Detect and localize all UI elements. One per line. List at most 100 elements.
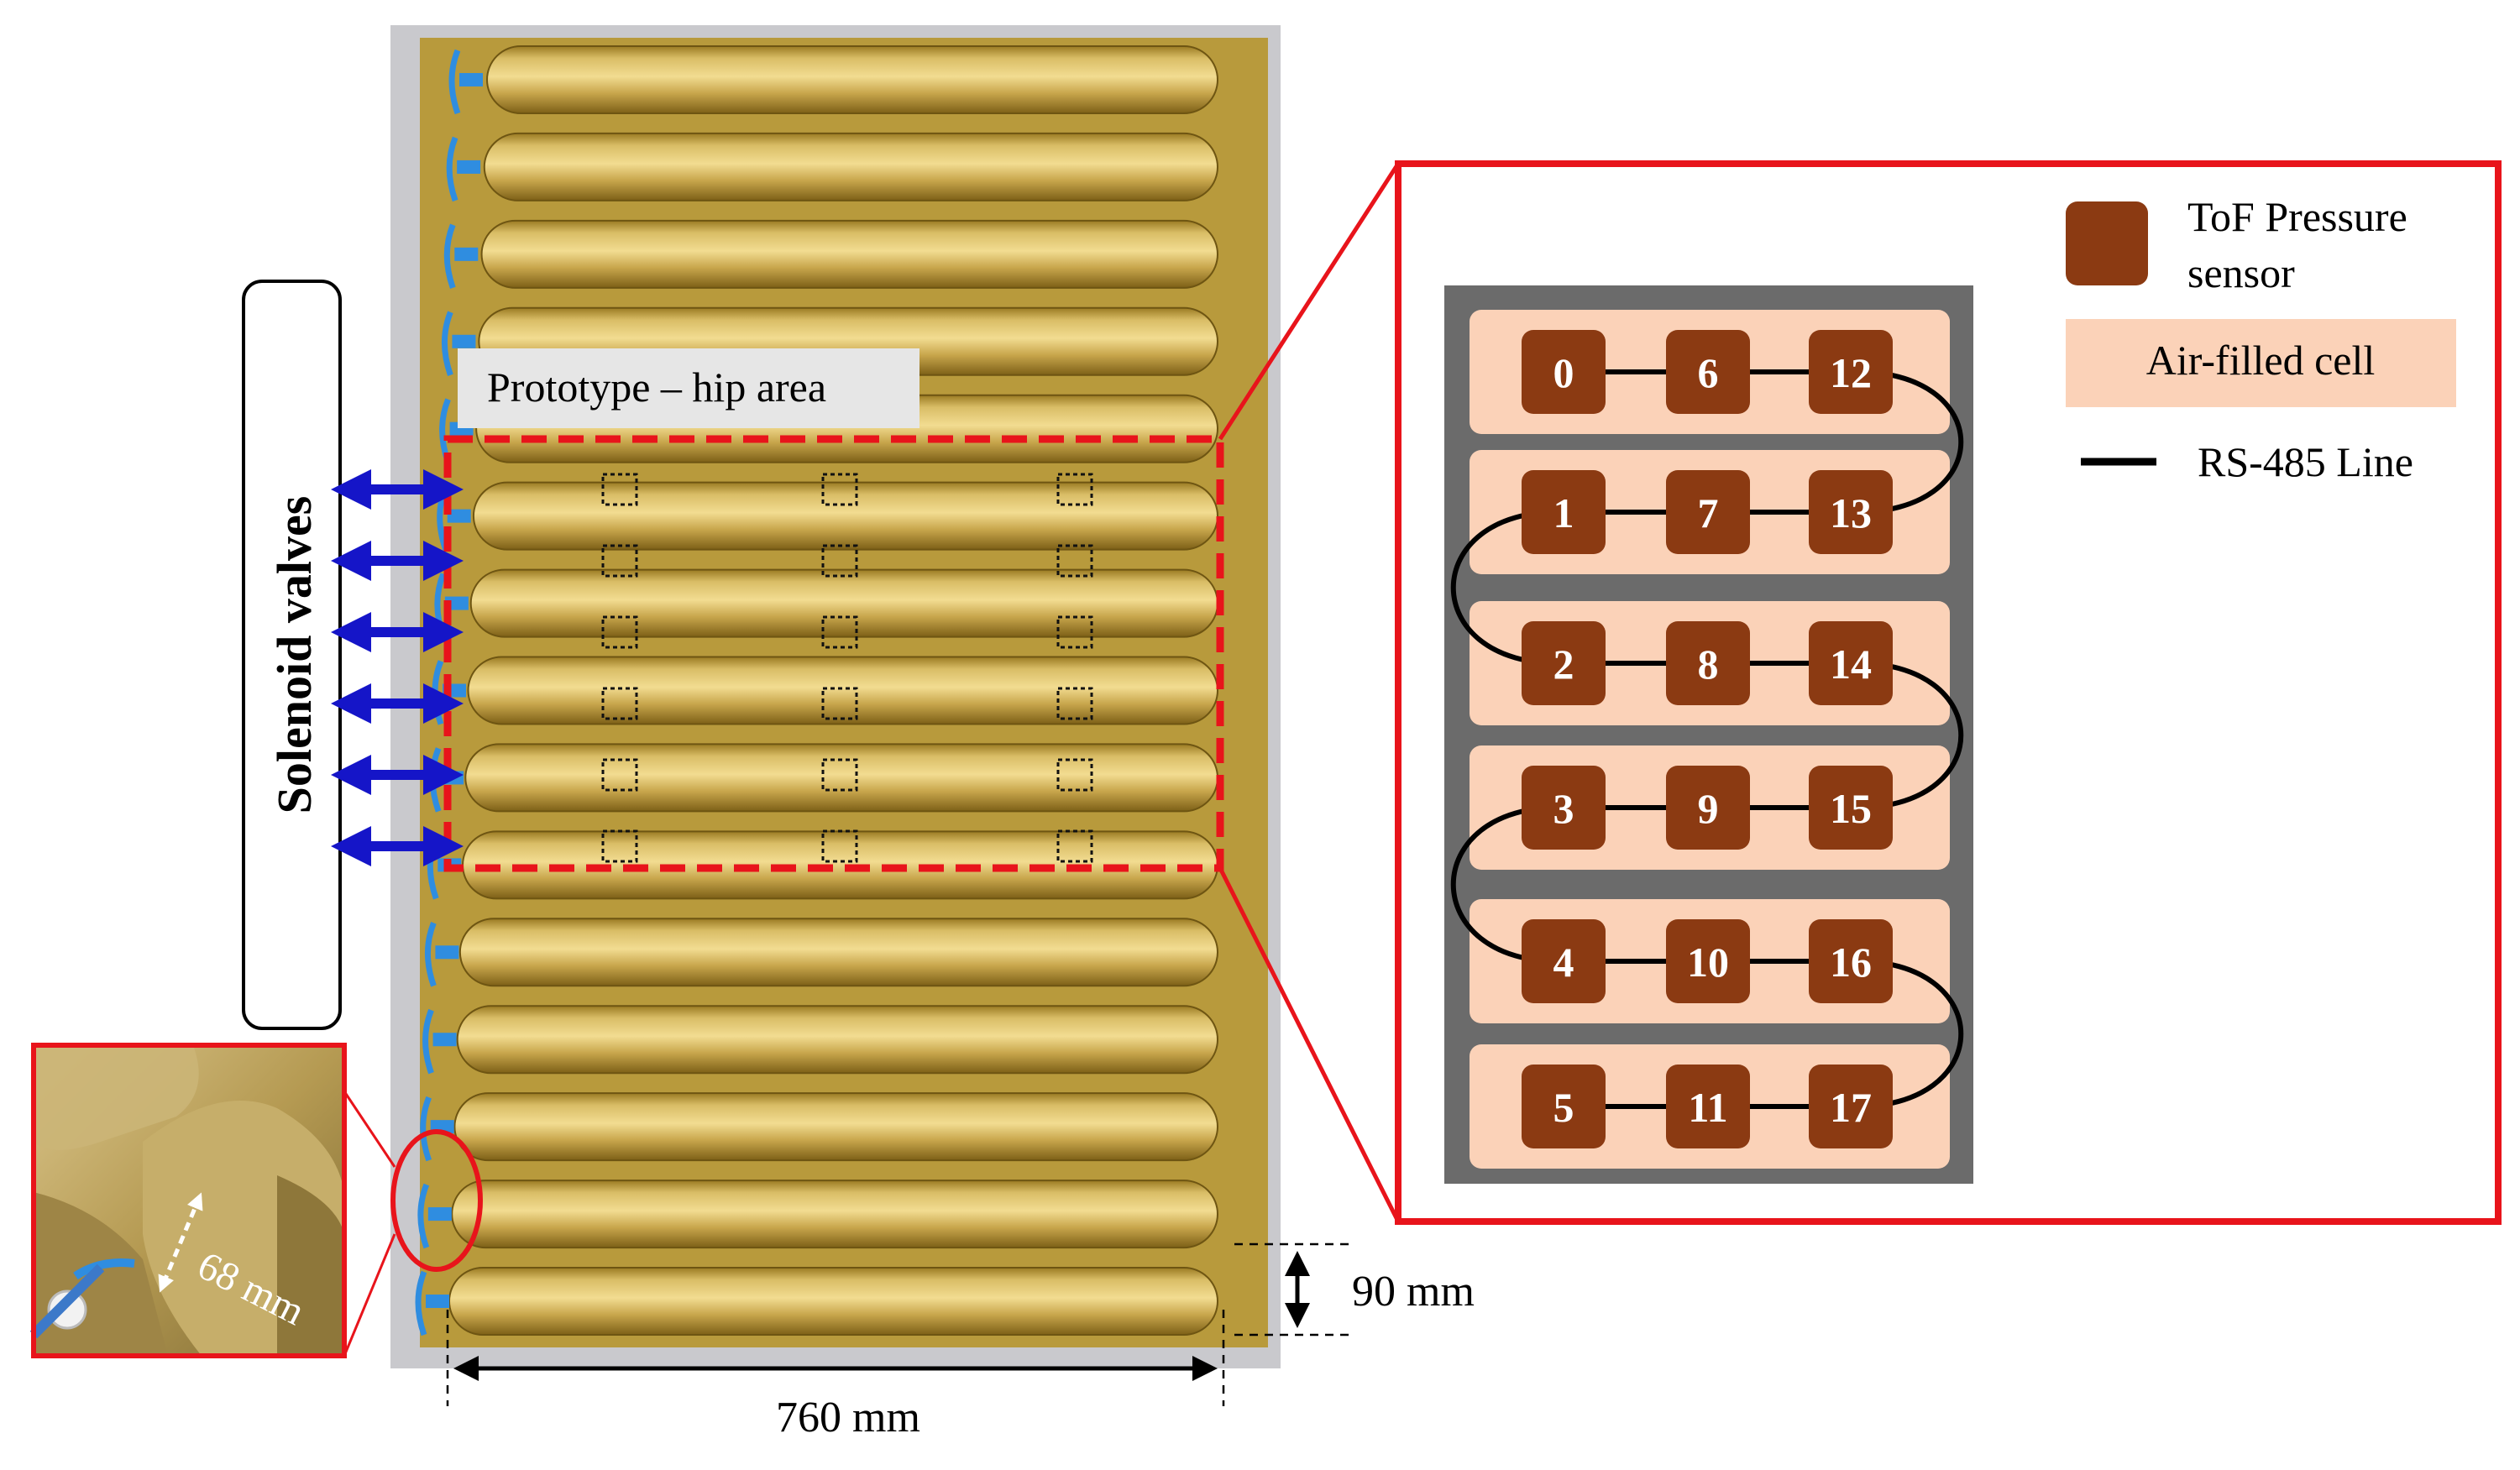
tof-sensor-body bbox=[1522, 330, 1606, 414]
air-cell bbox=[456, 1005, 1218, 1075]
sensor-position-mark bbox=[1056, 829, 1093, 863]
prototype-label-text: Prototype – hip area bbox=[487, 364, 826, 411]
air-cell bbox=[451, 1180, 1218, 1249]
sensor-position-mark bbox=[601, 473, 638, 506]
valve-tube bbox=[417, 1183, 430, 1249]
tof-sensor: 1 bbox=[1522, 470, 1606, 554]
tof-sensor-id: 2 bbox=[1553, 641, 1574, 688]
tof-sensor: 12 bbox=[1809, 330, 1893, 414]
tof-sensor-body bbox=[1666, 621, 1750, 705]
tof-sensor: 9 bbox=[1666, 766, 1750, 850]
sensor-position-mark bbox=[1056, 758, 1093, 792]
rs485-turn bbox=[1850, 660, 1964, 811]
air-cell bbox=[486, 45, 1218, 114]
tof-sensor-id: 11 bbox=[1688, 1084, 1727, 1131]
valve-connector bbox=[432, 1033, 457, 1047]
tof-sensor-id: 3 bbox=[1553, 785, 1574, 832]
tof-sensor-id: 17 bbox=[1830, 1084, 1872, 1131]
tof-sensor: 7 bbox=[1666, 470, 1750, 554]
valve-tube bbox=[420, 1096, 432, 1162]
sensor-position-mark bbox=[601, 687, 638, 720]
legend-cell-swatch bbox=[2066, 319, 2456, 407]
rs485-turn bbox=[1850, 958, 1964, 1110]
tof-sensor-body bbox=[1809, 470, 1893, 554]
tof-sensor: 0 bbox=[1522, 330, 1606, 414]
tof-sensor: 3 bbox=[1522, 766, 1606, 850]
prototype-label: Prototype – hip area bbox=[458, 348, 919, 428]
solenoid-valves-box bbox=[242, 280, 342, 1030]
legend: ToF Pressure sensor Air-filled cell RS-4… bbox=[2066, 193, 2456, 485]
solenoid-valves-text: Solenoid valves bbox=[267, 496, 322, 814]
tof-sensor-body bbox=[1809, 1065, 1893, 1148]
tof-sensor-body bbox=[1522, 919, 1606, 1003]
air-cell bbox=[453, 1092, 1218, 1162]
valve-connector bbox=[440, 771, 464, 785]
legend-sensor-label-2: sensor bbox=[2187, 249, 2295, 296]
sensor-position-mark bbox=[601, 615, 638, 649]
sensor-position-mark bbox=[821, 473, 858, 506]
air-cell bbox=[483, 132, 1218, 201]
sensor-position-mark bbox=[1056, 687, 1093, 720]
air-cell bbox=[480, 219, 1218, 289]
tof-sensor-body bbox=[1809, 919, 1893, 1003]
valve-tube bbox=[415, 1270, 427, 1337]
sensor-position-mark bbox=[821, 615, 858, 649]
valve-connector bbox=[435, 945, 459, 960]
tof-sensor: 4 bbox=[1522, 919, 1606, 1003]
mattress-width-text: 760 mm bbox=[776, 1394, 920, 1441]
mattress-photo bbox=[390, 25, 1281, 1368]
legend-cell-label: Air-filled cell bbox=[2146, 337, 2376, 384]
tof-sensor-id: 6 bbox=[1698, 349, 1719, 396]
valve-connector bbox=[447, 509, 471, 523]
tof-sensor: 6 bbox=[1666, 330, 1750, 414]
rs485-turn bbox=[1450, 804, 1564, 965]
tof-sensor: 10 bbox=[1666, 919, 1750, 1003]
tof-sensor-body bbox=[1522, 1065, 1606, 1148]
valve-connector bbox=[452, 334, 476, 348]
tof-sensor: 14 bbox=[1809, 621, 1893, 705]
tof-sensor-id: 0 bbox=[1553, 349, 1574, 396]
tof-sensor-id: 1 bbox=[1553, 489, 1574, 536]
tof-sensor-id: 15 bbox=[1830, 785, 1872, 832]
inset-connector-top bbox=[343, 1091, 396, 1168]
tof-sensor-body bbox=[1522, 621, 1606, 705]
valve-tube bbox=[442, 311, 453, 376]
solenoid-valves-callout: Solenoid valves bbox=[242, 280, 464, 1030]
sensor-position-mark bbox=[1056, 473, 1093, 506]
tof-sensor: 13 bbox=[1809, 470, 1893, 554]
tof-sensor-body bbox=[1666, 1065, 1750, 1148]
valve-arrows bbox=[331, 469, 464, 866]
tof-sensor-body bbox=[1666, 330, 1750, 414]
inset-connector-bottom bbox=[343, 1233, 396, 1357]
sensor-position-mark bbox=[1056, 615, 1093, 649]
tof-sensor-body bbox=[1809, 330, 1893, 414]
rs485-turn bbox=[1450, 509, 1564, 667]
inset-photo: 68 mm bbox=[29, 1043, 347, 1358]
zoom-line-top bbox=[1218, 162, 1401, 441]
valve-connector bbox=[457, 160, 481, 174]
inset-dimension-arrow bbox=[158, 1192, 203, 1293]
tof-sensor-body bbox=[1522, 766, 1606, 850]
tof-sensor: 2 bbox=[1522, 621, 1606, 705]
air-cell bbox=[458, 918, 1218, 987]
valve-tube bbox=[446, 136, 458, 202]
tof-sensor-id: 7 bbox=[1698, 489, 1719, 536]
tof-sensor-id: 8 bbox=[1698, 641, 1719, 688]
valve-tube bbox=[443, 223, 456, 290]
sensor-position-marks bbox=[601, 473, 1093, 863]
legend-sensor-label-1: ToF Pressure bbox=[2187, 193, 2407, 240]
valve-connector bbox=[454, 247, 479, 261]
tof-sensor: 11 bbox=[1666, 1065, 1750, 1148]
tof-sensor: 16 bbox=[1809, 919, 1893, 1003]
sensor-position-mark bbox=[1056, 544, 1093, 578]
sensor-position-mark bbox=[601, 829, 638, 863]
tof-sensor-id: 12 bbox=[1830, 349, 1872, 396]
hip-area-frame bbox=[443, 435, 1224, 872]
valve-detail-circle bbox=[390, 1129, 483, 1272]
tof-sensor-body bbox=[1809, 621, 1893, 705]
air-cell bbox=[469, 568, 1218, 638]
air-cell bbox=[448, 1267, 1218, 1336]
